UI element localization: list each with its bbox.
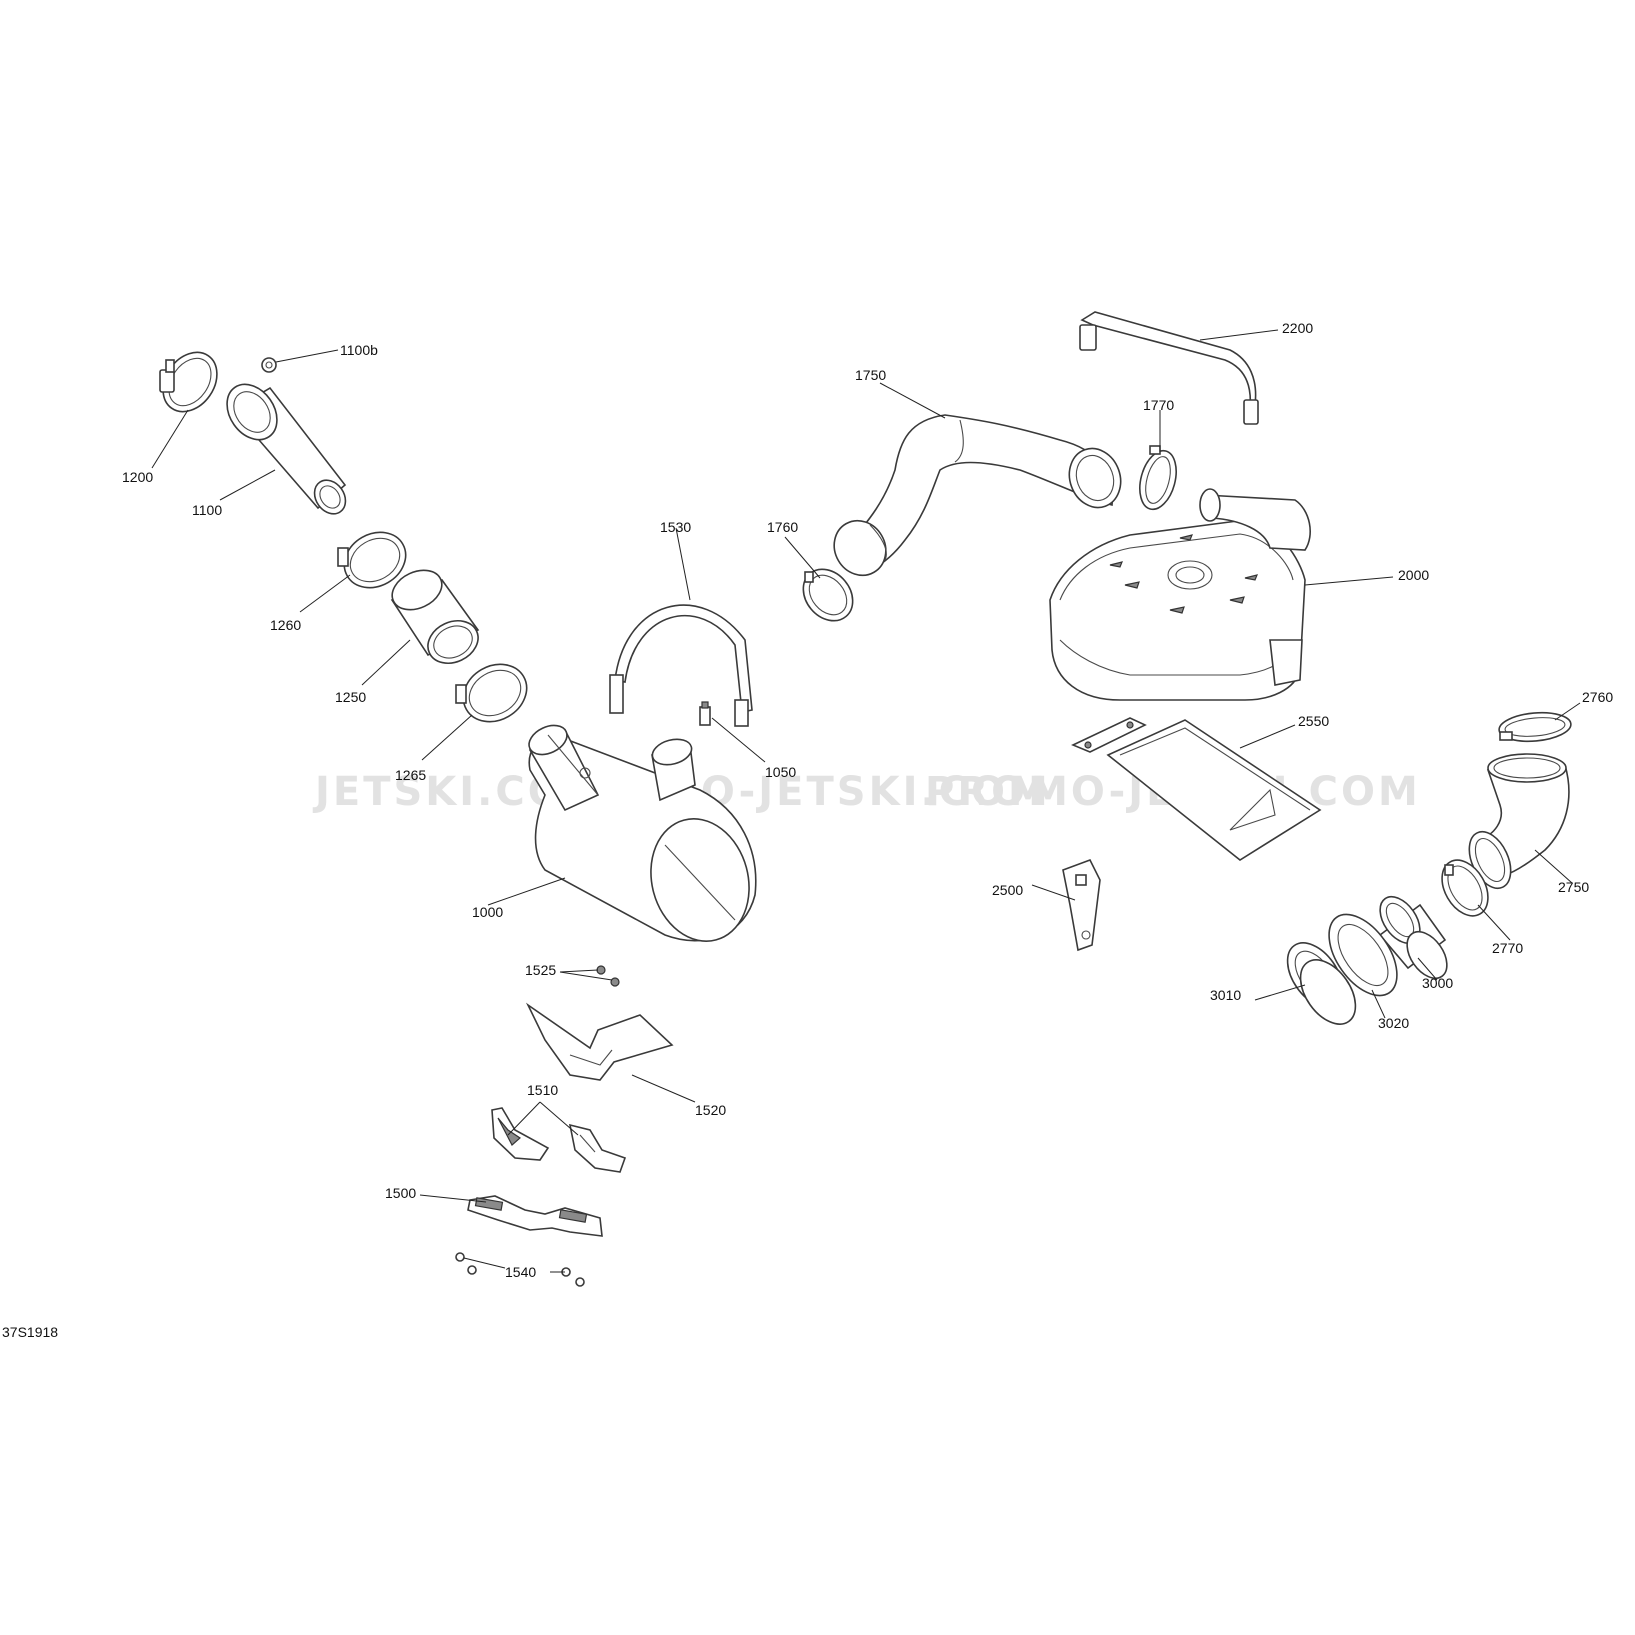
- part-1520-heat-shield[interactable]: [525, 1002, 674, 1081]
- callout-1510[interactable]: 1510: [527, 1082, 558, 1098]
- callout-1520[interactable]: 1520: [695, 1102, 726, 1118]
- callout-1260[interactable]: 1260: [270, 617, 301, 633]
- callout-1540[interactable]: 1540: [505, 1264, 536, 1280]
- part-1770-clamp[interactable]: [1134, 445, 1182, 513]
- callout-3010[interactable]: 3010: [1210, 987, 1241, 1003]
- callout-1100b[interactable]: 1100b: [340, 342, 378, 358]
- part-3000-connector[interactable]: [1372, 890, 1455, 986]
- callout-1250[interactable]: 1250: [335, 689, 366, 705]
- callout-2760[interactable]: 2760: [1582, 689, 1613, 705]
- callout-1050[interactable]: 1050: [765, 764, 796, 780]
- callout-1265[interactable]: 1265: [395, 767, 426, 783]
- part-1100-pipe[interactable]: [217, 375, 352, 520]
- part-1760-clamp[interactable]: [793, 559, 863, 630]
- callout-1530[interactable]: 1530: [660, 519, 691, 535]
- part-1000-muffler[interactable]: [524, 720, 762, 953]
- drawing-code: 37S1918: [2, 1324, 58, 1340]
- part-1525-screws[interactable]: [596, 965, 620, 987]
- part-1750-pipe[interactable]: [824, 414, 1128, 585]
- part-1500-bracket-plate[interactable]: [467, 1195, 603, 1237]
- part-2760-clamp[interactable]: [1498, 710, 1572, 744]
- callout-1770[interactable]: 1770: [1143, 397, 1174, 413]
- callout-1100[interactable]: 1100: [192, 502, 222, 518]
- callout-labels: 1100b 1200 1100 1260 1250 1265 1530 1050…: [122, 320, 1613, 1280]
- callout-2750[interactable]: 2750: [1558, 879, 1589, 895]
- part-1050-sensor[interactable]: [699, 701, 711, 726]
- part-1265-clamp[interactable]: [453, 653, 537, 733]
- callout-3000[interactable]: 3000: [1422, 975, 1453, 991]
- part-3020-gasket[interactable]: [1315, 902, 1410, 1007]
- part-1200-clamp[interactable]: [152, 342, 228, 422]
- callout-1000[interactable]: 1000: [472, 904, 503, 920]
- callout-2550[interactable]: 2550: [1298, 713, 1329, 729]
- part-2550-heat-shield-plate[interactable]: [1071, 717, 1322, 861]
- callout-2000[interactable]: 2000: [1398, 567, 1429, 583]
- part-2770-clamp[interactable]: [1433, 852, 1498, 924]
- part-1530-strap[interactable]: [609, 604, 753, 727]
- part-2500-bracket[interactable]: [1062, 859, 1101, 952]
- callout-1750[interactable]: 1750: [855, 367, 886, 383]
- callout-1500[interactable]: 1500: [385, 1185, 416, 1201]
- part-1510-brackets[interactable]: [491, 1107, 627, 1173]
- callout-1760[interactable]: 1760: [767, 519, 798, 535]
- callout-1200[interactable]: 1200: [122, 469, 153, 485]
- callout-2200[interactable]: 2200: [1282, 320, 1313, 336]
- part-1100b-nut[interactable]: [261, 357, 277, 373]
- callout-1525[interactable]: 1525: [525, 962, 556, 978]
- callout-2500[interactable]: 2500: [992, 882, 1023, 898]
- callout-3020[interactable]: 3020: [1378, 1015, 1409, 1031]
- part-2000-silencer-box[interactable]: [1049, 488, 1311, 701]
- part-1250-sleeve[interactable]: [386, 563, 485, 671]
- part-3010-ring[interactable]: [1276, 933, 1366, 1034]
- leader-lines: [151, 329, 1581, 1273]
- part-1260-clamp[interactable]: [334, 521, 415, 598]
- callout-2770[interactable]: 2770: [1492, 940, 1523, 956]
- part-2200-strap[interactable]: [1079, 311, 1259, 425]
